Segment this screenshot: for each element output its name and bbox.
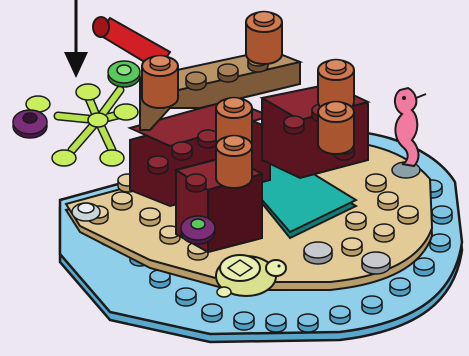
green-flower-icon — [108, 61, 140, 87]
magenta-flower-icon — [13, 110, 47, 138]
down-arrow-icon — [64, 0, 88, 78]
flower-icon — [181, 216, 215, 244]
clear-round-plate — [72, 203, 100, 221]
